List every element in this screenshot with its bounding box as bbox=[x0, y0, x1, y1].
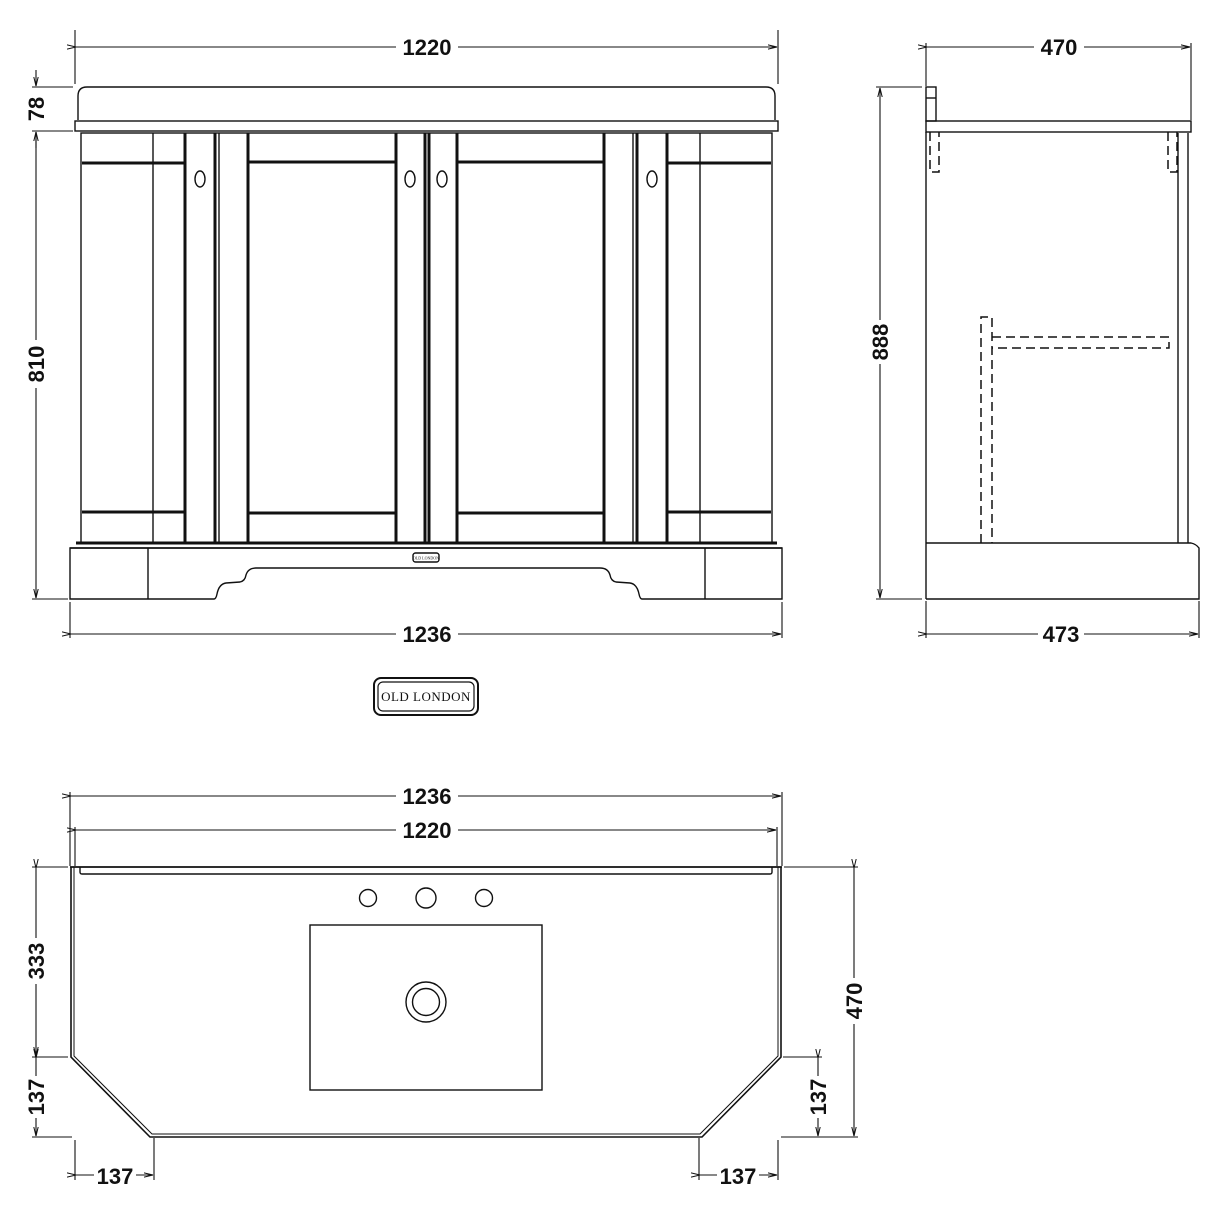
dim-side-top-depth: 470 bbox=[926, 35, 1192, 120]
plinth: OLD LONDON bbox=[69, 541, 783, 600]
front-view: 1220 78 bbox=[24, 30, 783, 647]
dim-plan-chamfer-left-depth: 137 bbox=[24, 1058, 72, 1138]
dim-plan-chamfer-right-width: 137 bbox=[699, 1138, 779, 1189]
dim-label-137-right-h: 137 bbox=[720, 1164, 757, 1189]
badge-small bbox=[412, 552, 440, 563]
dim-label-1220: 1220 bbox=[403, 35, 452, 60]
dim-plan-overall-depth: 470 bbox=[784, 867, 867, 1136]
dim-label-1236: 1236 bbox=[403, 622, 452, 647]
dim-front-top-height: 78 bbox=[24, 70, 73, 148]
dim-front-cabinet-height: 810 bbox=[24, 132, 68, 600]
dim-side-overall-height: 888 bbox=[868, 86, 922, 600]
dim-label-plan-1236: 1236 bbox=[403, 784, 452, 809]
dim-label-137-left-v: 137 bbox=[24, 1079, 49, 1116]
brand-badge-text: OLD LONDON bbox=[381, 689, 471, 704]
dim-label-810: 810 bbox=[24, 346, 49, 383]
tap-hole-icon bbox=[474, 888, 494, 908]
handle-icon[interactable] bbox=[194, 170, 206, 188]
dim-front-top-width: 1220 bbox=[75, 30, 779, 84]
dim-side-plinth-depth: 473 bbox=[926, 601, 1200, 647]
brand-badge: OLD LONDON bbox=[373, 677, 479, 716]
handle-icon[interactable] bbox=[646, 170, 658, 188]
cabinet-body bbox=[80, 132, 773, 544]
plan-view: 1236 1220 333 bbox=[24, 784, 867, 1189]
handle-icon[interactable] bbox=[404, 170, 416, 188]
handle-icon[interactable] bbox=[436, 170, 448, 188]
dim-plan-top-width: 1220 bbox=[75, 818, 778, 866]
dim-label-137-right-v: 137 bbox=[806, 1079, 831, 1116]
worktop bbox=[74, 86, 779, 132]
dim-plan-chamfer-left-width: 137 bbox=[75, 1138, 155, 1189]
dim-label-137-left-h: 137 bbox=[97, 1164, 134, 1189]
dim-label-473: 473 bbox=[1043, 622, 1080, 647]
dim-label-470: 470 bbox=[1041, 35, 1078, 60]
svg-text:OLD LONDON: OLD LONDON bbox=[413, 556, 439, 561]
dim-label-333: 333 bbox=[24, 943, 49, 980]
basin-bowl bbox=[309, 924, 543, 1091]
dim-plan-chamfer-right-depth: 137 bbox=[781, 1057, 858, 1138]
dim-label-plan-470: 470 bbox=[842, 983, 867, 1020]
dim-label-plan-1220: 1220 bbox=[403, 818, 452, 843]
tap-hole-icon bbox=[415, 887, 437, 909]
waste-icon bbox=[405, 981, 447, 1023]
dim-label-78: 78 bbox=[24, 97, 49, 121]
dim-front-plinth-width: 1236 bbox=[70, 602, 783, 647]
tap-hole-icon bbox=[358, 888, 378, 908]
side-view: 470 888 473 bbox=[868, 35, 1200, 647]
dim-label-888: 888 bbox=[868, 324, 893, 361]
dim-plan-side-depth: 333 bbox=[24, 867, 68, 1058]
